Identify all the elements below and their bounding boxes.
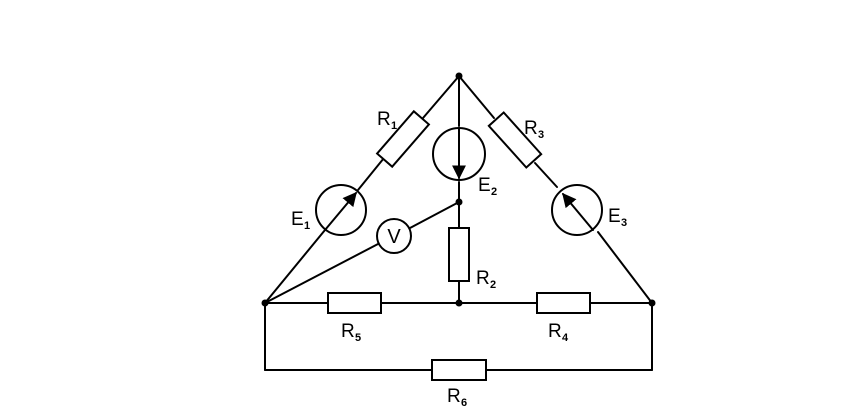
wire-right-mid bbox=[534, 162, 558, 188]
resistor-r1 bbox=[375, 109, 431, 169]
wire-voltmeter-right bbox=[409, 201, 460, 229]
wire-right-lower bbox=[597, 231, 653, 304]
node-bottom-right bbox=[648, 299, 656, 307]
svg-text:2: 2 bbox=[491, 186, 497, 198]
svg-text:4: 4 bbox=[562, 332, 569, 344]
svg-text:R: R bbox=[341, 321, 355, 342]
svg-text:3: 3 bbox=[538, 129, 544, 141]
label-r6: R 6 bbox=[447, 386, 467, 409]
label-e3: E 3 bbox=[608, 206, 627, 229]
node-center bbox=[455, 198, 463, 206]
voltmeter-label: V bbox=[387, 226, 401, 248]
source-e1 bbox=[315, 184, 367, 236]
svg-text:E: E bbox=[608, 206, 621, 227]
wire-right-upper bbox=[458, 75, 495, 119]
svg-text:1: 1 bbox=[304, 220, 310, 232]
svg-text:1: 1 bbox=[391, 120, 397, 132]
svg-text:R: R bbox=[548, 321, 562, 342]
svg-text:R: R bbox=[377, 109, 391, 130]
resistor-r4 bbox=[536, 292, 591, 314]
resistor-r6 bbox=[431, 359, 487, 381]
node-bottom-center bbox=[455, 299, 463, 307]
label-r1: R 1 bbox=[377, 109, 397, 132]
svg-text:5: 5 bbox=[355, 332, 361, 344]
wire-voltmeter-left bbox=[264, 243, 379, 304]
svg-text:R: R bbox=[447, 386, 461, 407]
wire-left-upper bbox=[422, 75, 460, 119]
voltmeter: V bbox=[376, 218, 412, 254]
svg-text:R: R bbox=[476, 268, 490, 289]
node-bottom-left bbox=[261, 299, 269, 307]
label-r3: R 3 bbox=[524, 118, 544, 141]
wire-left-lower bbox=[264, 229, 326, 304]
svg-text:6: 6 bbox=[461, 397, 467, 409]
source-e3 bbox=[551, 184, 603, 236]
source-e2 bbox=[432, 127, 486, 181]
label-r5: R 5 bbox=[341, 321, 361, 344]
svg-text:E: E bbox=[291, 209, 304, 230]
svg-text:R: R bbox=[524, 118, 538, 139]
label-r2: R 2 bbox=[476, 268, 496, 291]
resistor-r5 bbox=[327, 292, 382, 314]
node-top bbox=[455, 72, 463, 80]
wire-left-mid bbox=[357, 157, 385, 191]
resistor-r2 bbox=[448, 227, 470, 282]
label-e2: E 2 bbox=[478, 175, 497, 198]
resistor-r3 bbox=[487, 111, 543, 169]
svg-text:2: 2 bbox=[490, 279, 496, 291]
svg-text:3: 3 bbox=[621, 217, 627, 229]
label-r4: R 4 bbox=[548, 321, 569, 344]
svg-text:E: E bbox=[478, 175, 491, 196]
label-e1: E 1 bbox=[291, 209, 310, 232]
